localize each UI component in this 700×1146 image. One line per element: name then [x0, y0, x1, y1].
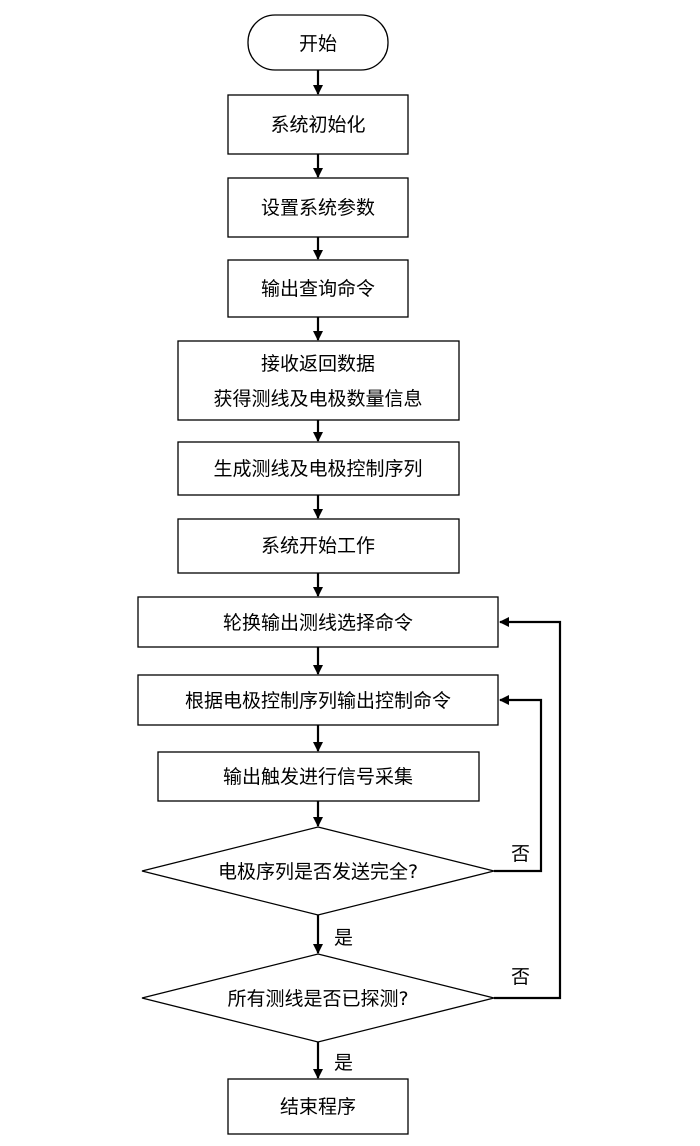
- query-label: 输出查询命令: [261, 278, 375, 300]
- init-label: 系统初始化: [270, 114, 365, 136]
- receive-label-line1: 接收返回数据: [261, 353, 375, 375]
- receive-node: 接收返回数据 获得测线及电极数量信息: [177, 340, 460, 421]
- select-node: 轮换输出测线选择命令: [137, 596, 499, 648]
- decision-2-no-label: 否: [511, 966, 530, 988]
- work-label: 系统开始工作: [261, 535, 375, 557]
- generate-node: 生成测线及电极控制序列: [177, 441, 460, 496]
- decision-1-node: 电极序列是否发送完全?: [141, 826, 495, 916]
- decision-2-label: 所有测线是否已探测?: [227, 988, 408, 1010]
- decision-1-label: 电极序列是否发送完全?: [218, 861, 418, 883]
- init-node: 系统初始化: [227, 94, 409, 155]
- decision-1-no-label: 否: [511, 843, 530, 865]
- control-node: 根据电极控制序列输出控制命令: [137, 674, 499, 726]
- trigger-node: 输出触发进行信号采集: [157, 751, 480, 802]
- params-label: 设置系统参数: [261, 197, 375, 219]
- query-node: 输出查询命令: [227, 259, 409, 318]
- receive-label-line2: 获得测线及电极数量信息: [213, 388, 422, 410]
- params-node: 设置系统参数: [227, 177, 409, 238]
- select-label: 轮换输出测线选择命令: [223, 612, 413, 634]
- end-label: 结束程序: [280, 1096, 356, 1118]
- generate-label: 生成测线及电极控制序列: [213, 458, 422, 480]
- decision-2-node: 所有测线是否已探测?: [141, 953, 495, 1043]
- start-label: 开始: [299, 33, 337, 55]
- control-label: 根据电极控制序列输出控制命令: [185, 690, 451, 712]
- decision-1-yes-label: 是: [334, 927, 353, 949]
- trigger-label: 输出触发进行信号采集: [223, 766, 413, 788]
- arrow-decision1-no-loop: [494, 695, 543, 873]
- arrow-decision2-no-loop: [494, 617, 562, 1000]
- start-node: 开始: [247, 14, 389, 71]
- work-node: 系统开始工作: [177, 518, 460, 574]
- end-node: 结束程序: [227, 1078, 409, 1135]
- decision-2-yes-label: 是: [334, 1052, 353, 1074]
